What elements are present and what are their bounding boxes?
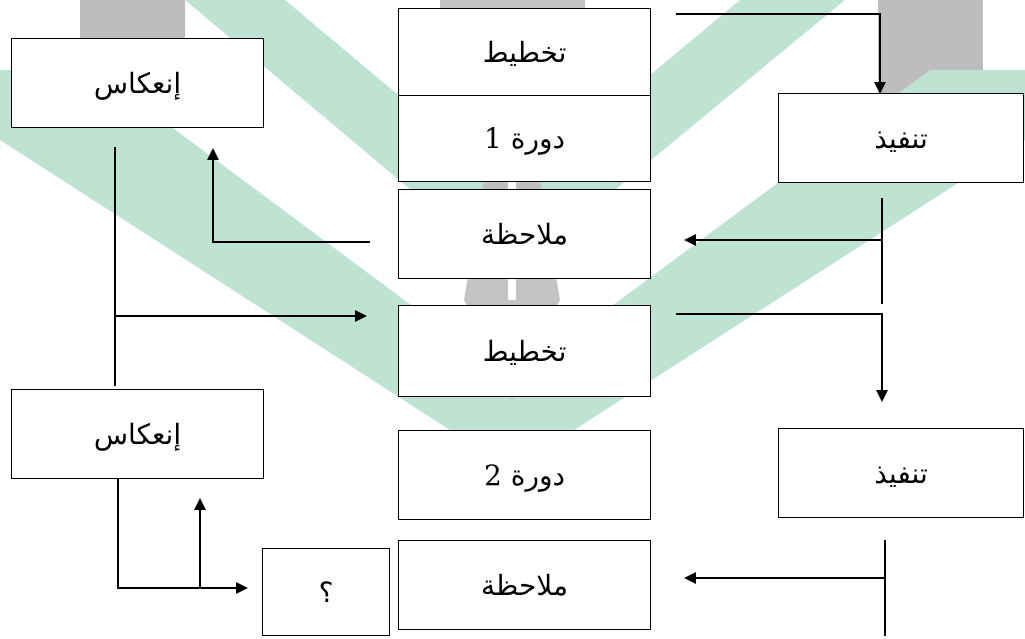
planning-label-1: تخطيط [482, 35, 567, 69]
reflection-label-2: إنعكاس [93, 417, 182, 451]
action-box-1: تنفيذ [778, 93, 1024, 183]
cycle1-box: دورة 1 [398, 96, 651, 182]
planning-box-2: تخطيط [398, 305, 651, 397]
observation-label-2: ملاحظة [481, 568, 568, 602]
next-cycle-label: ؟ [318, 575, 334, 609]
observation-box-2: ملاحظة [398, 540, 651, 630]
cycle2-box: دورة 2 [398, 430, 651, 520]
next-cycle-box: ؟ [262, 548, 390, 636]
observation-box-1: ملاحظة [398, 189, 651, 279]
reflection-box-2: إنعكاس [11, 389, 264, 479]
reflection-label-1: إنعكاس [93, 66, 182, 100]
action-label-2: تنفيذ [874, 456, 928, 490]
cycle1-label: دورة 1 [484, 122, 565, 155]
action-label-1: تنفيذ [874, 121, 928, 155]
cycle2-label: دورة 2 [484, 458, 565, 492]
action-box-2: تنفيذ [778, 428, 1024, 518]
planning-label-2: تخطيط [482, 334, 567, 368]
observation-label-1: ملاحظة [481, 217, 568, 251]
reflection-box-1: إنعكاس [11, 38, 264, 128]
planning-box-1: تخطيط [398, 8, 651, 96]
